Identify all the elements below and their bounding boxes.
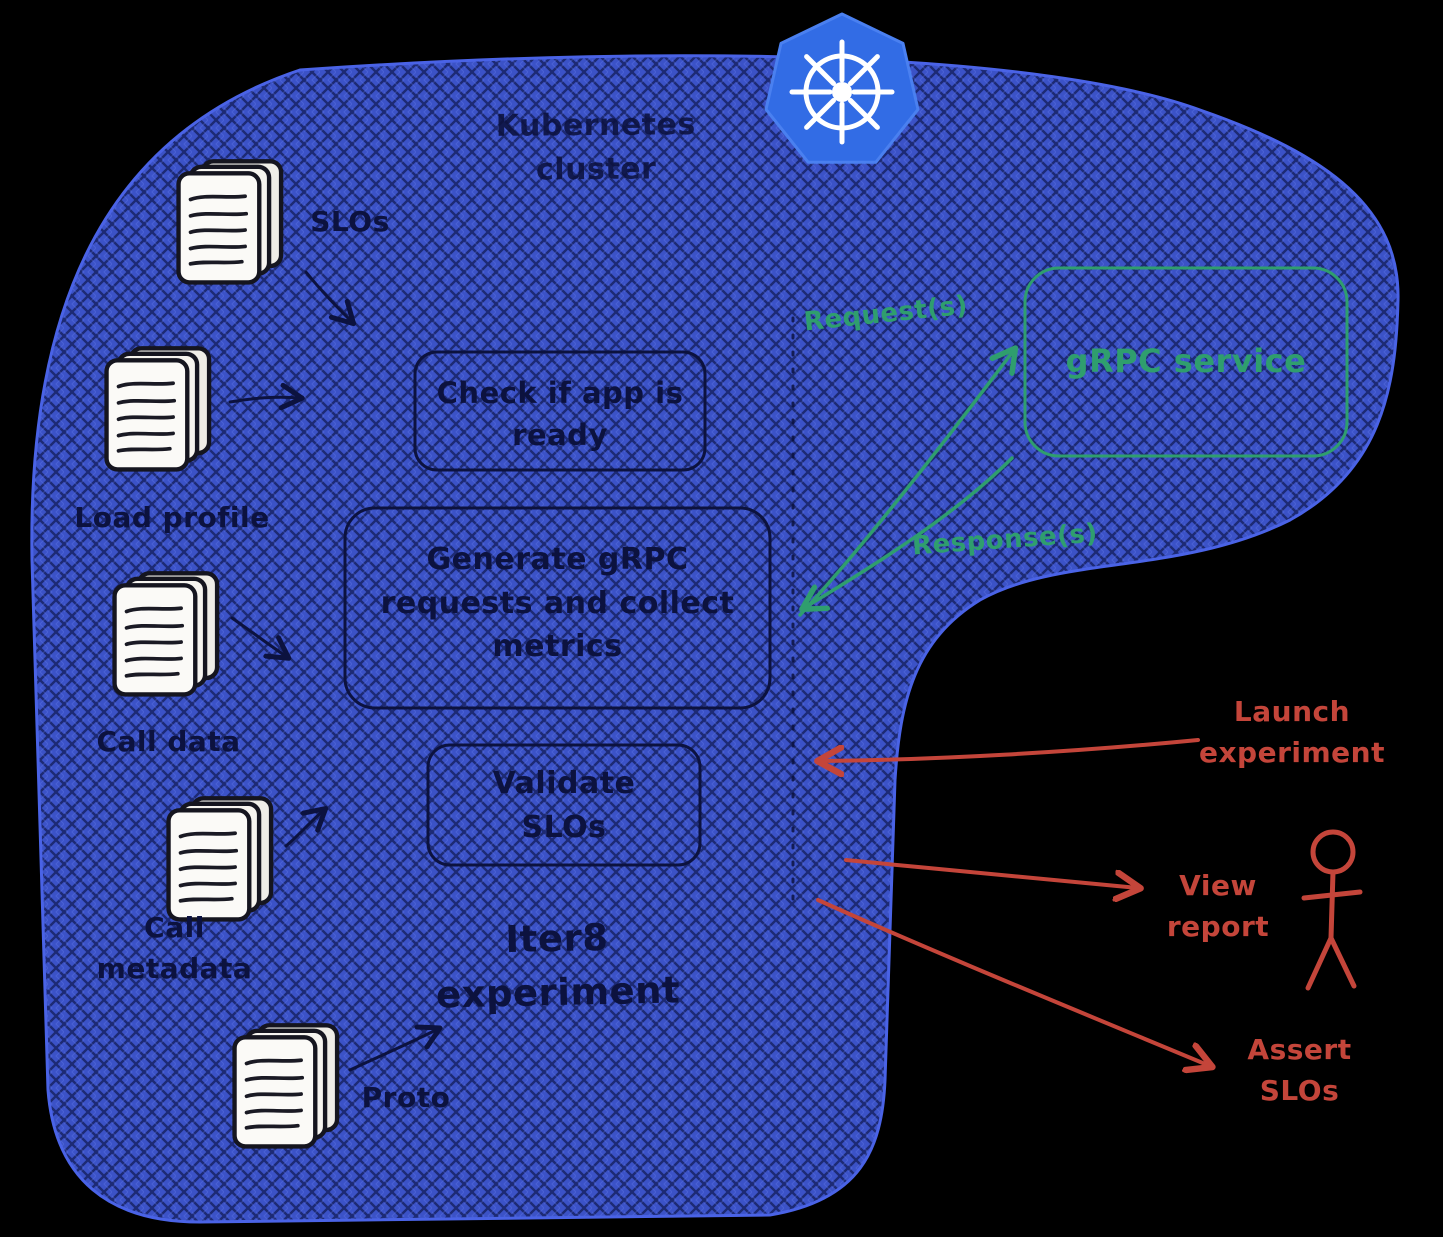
arrow-call-data-to-steps <box>230 616 287 657</box>
grpc-service-label: gRPC service <box>1065 342 1307 380</box>
step-box-generate-requests <box>343 506 772 710</box>
experiment-title: Iter8 experiment <box>435 915 681 1017</box>
cluster-title: Kubernetes cluster <box>495 107 696 188</box>
arrow-load-profile-to-steps <box>228 397 300 402</box>
arrow-view-report <box>844 858 1138 888</box>
action-label-launch-experiment: Launch experiment <box>1199 695 1385 769</box>
document-icon-slos <box>179 161 282 282</box>
arrow-slos-to-steps <box>304 270 352 322</box>
document-label-call-metadata: Call metadata <box>96 911 253 985</box>
document-label-proto: Proto <box>361 1081 451 1114</box>
kubernetes-logo-icon <box>764 12 920 164</box>
document-label-call-data: Call data <box>96 725 241 758</box>
grpc-service-box <box>1023 266 1349 458</box>
person-stick-figure-icon <box>1301 829 1363 991</box>
arrow-call-metadata-to-steps <box>284 810 324 848</box>
arrow-response <box>804 456 1014 608</box>
action-label-assert-slos: Assert SLOs <box>1247 1033 1352 1107</box>
document-icon-call-metadata <box>169 798 272 919</box>
arrow-proto-to-steps <box>348 1029 438 1072</box>
arrow-assert-slos <box>816 898 1210 1066</box>
document-icon-load-profile <box>107 348 210 469</box>
arrow-launch-experiment <box>820 738 1200 761</box>
step-box-validate-slos <box>426 743 702 867</box>
cluster-shape <box>30 54 1400 1224</box>
step-label-validate-slos: Validate SLOs <box>492 766 636 845</box>
step-box-check-ready <box>413 350 707 472</box>
document-icon-proto <box>235 1025 338 1146</box>
document-icon-call-data <box>115 573 218 694</box>
document-label-slos: SLOs <box>310 205 390 238</box>
step-label-check-ready: Check if app is ready <box>436 376 684 453</box>
action-label-view-report: View report <box>1166 869 1270 943</box>
document-label-load-profile: Load profile <box>74 501 270 534</box>
step-label-generate-requests: Generate gRPC requests and collect metri… <box>380 542 735 664</box>
